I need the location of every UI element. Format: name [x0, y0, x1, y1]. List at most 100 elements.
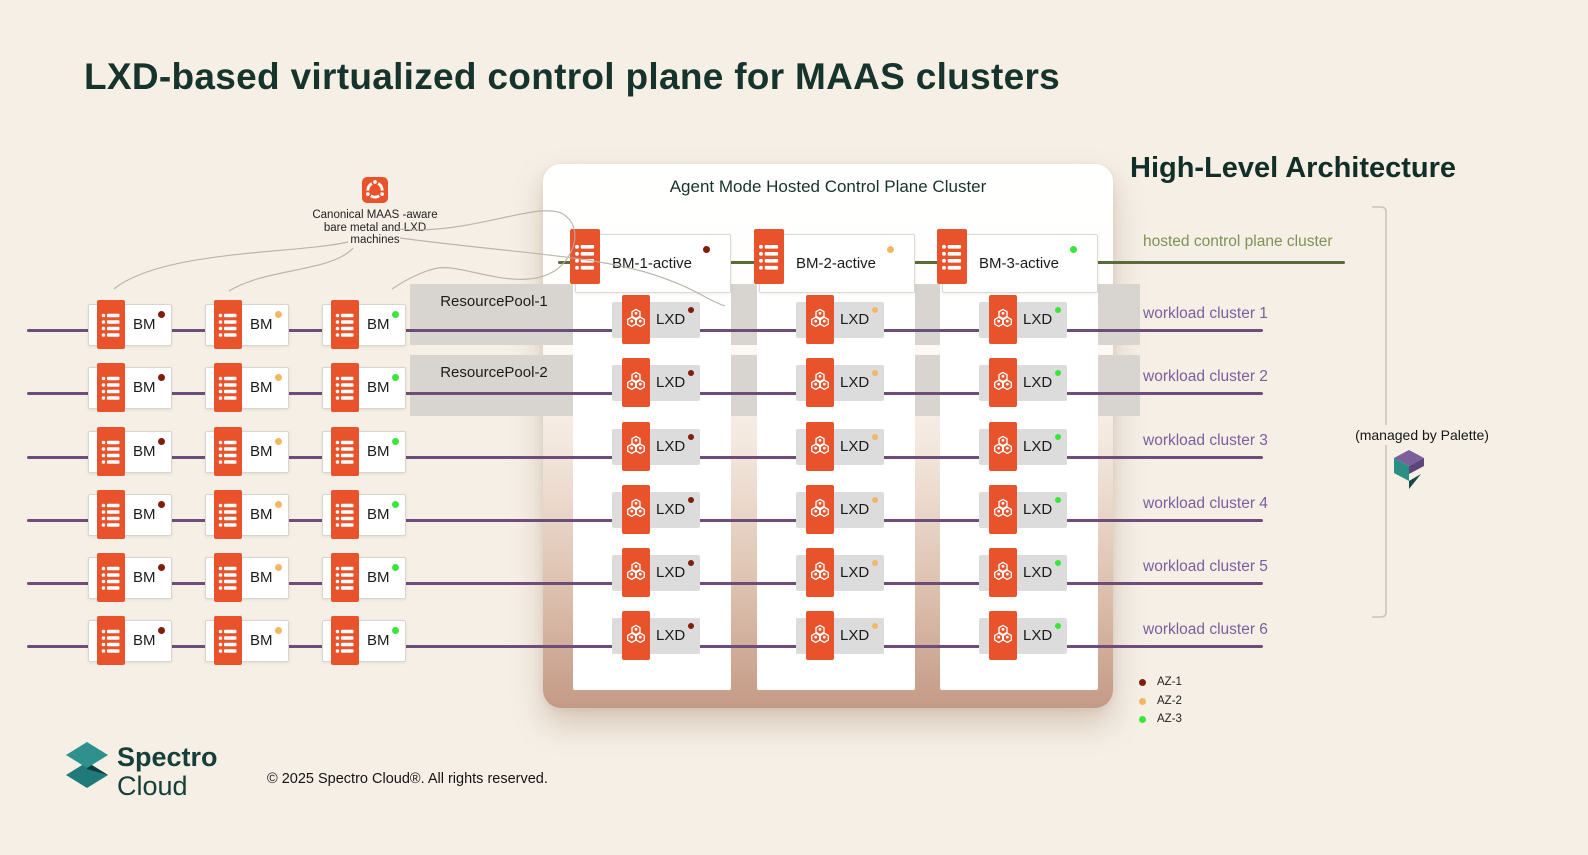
lxd-node: LXD — [979, 548, 1067, 597]
bm-label: BM — [133, 316, 156, 333]
lxd-label: LXD — [840, 501, 870, 518]
workload-cluster-label: workload cluster 1 — [1143, 305, 1268, 322]
lxd-node: LXD — [796, 358, 884, 407]
az-dot — [392, 627, 399, 634]
az-dot — [872, 560, 878, 566]
lxd-label: LXD — [656, 501, 686, 518]
az-dot — [392, 438, 399, 445]
bm-label: BM — [367, 569, 390, 586]
lxd-icon — [806, 422, 834, 471]
legend-item: AZ-3 — [1139, 713, 1182, 725]
az-dot — [158, 501, 165, 508]
bm-node: BM — [205, 616, 289, 665]
az-dot — [275, 627, 282, 634]
lxd-icon — [989, 548, 1017, 597]
bm-label: BM — [133, 379, 156, 396]
az-dot — [158, 374, 165, 381]
lxd-node: LXD — [612, 611, 700, 660]
lxd-icon — [989, 611, 1017, 660]
lxd-node: LXD — [612, 358, 700, 407]
bm-node: BM — [88, 553, 172, 602]
lxd-label: LXD — [656, 374, 686, 391]
bm-host: BM-2-active — [754, 229, 915, 293]
az-dot — [1055, 434, 1061, 440]
az-dot — [872, 497, 878, 503]
server-list-icon — [97, 553, 125, 602]
lxd-label: LXD — [840, 627, 870, 644]
az-dot — [703, 246, 710, 253]
bm-node: BM — [88, 490, 172, 539]
az-dot — [688, 623, 694, 629]
lxd-icon — [989, 358, 1017, 407]
server-list-icon — [97, 616, 125, 665]
lxd-label: LXD — [656, 438, 686, 455]
bm-node: BM — [322, 616, 406, 665]
bm-label: BM — [133, 443, 156, 460]
bm-host-label: BM-1-active — [612, 255, 693, 272]
legend-label: AZ-1 — [1157, 676, 1182, 688]
bm-node: BM — [322, 427, 406, 476]
az-dot — [688, 560, 694, 566]
az-dot — [872, 307, 878, 313]
copyright-text: © 2025 Spectro Cloud®. All rights reserv… — [267, 771, 548, 787]
az-dot — [872, 623, 878, 629]
lxd-node: LXD — [612, 422, 700, 471]
canonical-maas-note: Canonical MAAS -aware bare metal and LXD… — [303, 209, 447, 247]
bm-host: BM-3-active — [937, 229, 1098, 293]
workload-cluster-label: workload cluster 3 — [1143, 432, 1268, 449]
az-dot — [1055, 307, 1061, 313]
bm-node: BM — [322, 553, 406, 602]
note-line: machines — [350, 234, 400, 246]
lxd-label: LXD — [656, 627, 686, 644]
spectro-cloud-logo-icon — [66, 742, 108, 800]
legend-label: AZ-3 — [1157, 713, 1182, 725]
lxd-icon — [806, 358, 834, 407]
server-list-icon — [97, 427, 125, 476]
section-heading: High-Level Architecture — [1130, 152, 1457, 184]
hosted-cluster-label: hosted control plane cluster — [1143, 233, 1333, 250]
lxd-label: LXD — [840, 438, 870, 455]
bm-label: BM — [367, 506, 390, 523]
bm-label: BM — [250, 569, 273, 586]
server-list-icon — [214, 363, 242, 412]
lxd-label: LXD — [656, 564, 686, 581]
az-dot — [1055, 497, 1061, 503]
bm-label: BM — [133, 506, 156, 523]
legend-item: AZ-1 — [1139, 676, 1182, 688]
lxd-icon — [806, 611, 834, 660]
legend-label: AZ-2 — [1157, 695, 1182, 707]
server-list-icon — [214, 553, 242, 602]
workload-cluster-label: workload cluster 4 — [1143, 495, 1268, 512]
server-list-icon — [214, 490, 242, 539]
bm-node: BM — [205, 490, 289, 539]
server-list-icon — [331, 300, 359, 349]
az-dot — [275, 564, 282, 571]
legend-item: AZ-2 — [1139, 695, 1182, 707]
note-line: Canonical MAAS -aware — [312, 209, 438, 221]
az-dot — [392, 501, 399, 508]
bm-label: BM — [367, 316, 390, 333]
lxd-node: LXD — [796, 548, 884, 597]
bm-label: BM — [367, 379, 390, 396]
server-list-icon — [97, 490, 125, 539]
az-dot — [392, 374, 399, 381]
az-dot — [1070, 246, 1077, 253]
az-dot — [275, 501, 282, 508]
bm-label: BM — [250, 316, 273, 333]
server-list-icon — [331, 363, 359, 412]
lxd-icon — [622, 548, 650, 597]
brand-name-line1: Spectro — [117, 742, 218, 772]
lxd-label: LXD — [656, 311, 686, 328]
az-dot — [275, 438, 282, 445]
az1-dot-icon — [1139, 678, 1146, 686]
server-list-icon — [214, 616, 242, 665]
lxd-icon — [989, 295, 1017, 344]
lxd-label: LXD — [1023, 374, 1053, 391]
az-dot — [158, 627, 165, 634]
lxd-node: LXD — [979, 422, 1067, 471]
az-dot — [275, 311, 282, 318]
bm-host-label: BM-2-active — [796, 255, 877, 272]
bm-label: BM — [250, 443, 273, 460]
lxd-label: LXD — [840, 564, 870, 581]
server-list-icon — [214, 427, 242, 476]
